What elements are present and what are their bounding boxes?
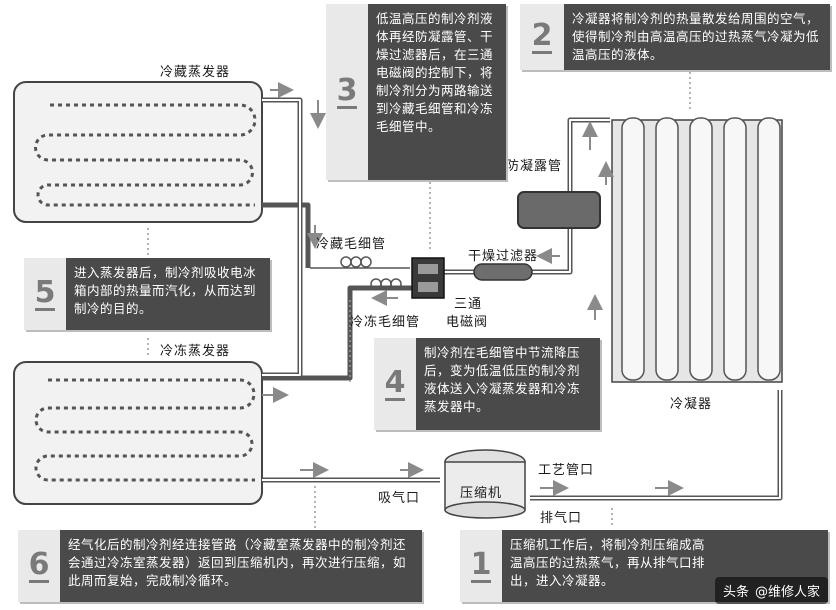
label-suction-port: 吸气口 [378, 491, 421, 506]
capillary-coils [310, 256, 410, 290]
step-3-text: 低温高压的制冷剂液体再经防凝露管、干燥过滤器后，在三通电磁阀的控制下，将制冷剂分… [376, 11, 494, 134]
label-freezer-capillary: 冷冻毛细管 [350, 315, 421, 330]
step-6-number: 6 [18, 530, 60, 602]
label-process-pipe: 工艺管口 [538, 463, 595, 478]
label-discharge-port: 排气口 [540, 511, 583, 526]
step-3-callout: 3 低温高压的制冷剂液体再经防凝露管、干燥过滤器后，在三通电磁阀的控制下，将制冷… [326, 4, 506, 180]
step-5-number: 5 [24, 258, 66, 330]
watermark: 头条 @维修人家 [714, 577, 828, 604]
step-4-number: 4 [374, 338, 416, 430]
label-compressor: 压缩机 [460, 486, 503, 501]
dryer-filter-shape [473, 263, 533, 281]
step-3-number: 3 [326, 4, 368, 180]
step-1-text: 压缩机工作后，将制冷剂压缩成高温高压的过热蒸气，再从排气口排出，进入冷凝器。 [510, 537, 706, 588]
label-refrig-capillary: 冷藏毛细管 [316, 237, 387, 252]
step-1-number: 1 [460, 530, 502, 602]
condenser-unit [611, 117, 783, 383]
step-5-callout: 5 进入蒸发器后，制冷剂吸收电冰箱内部的热量而汽化，从而达到制冷的目的。 [24, 258, 270, 330]
step-4-callout: 4 制冷剂在毛细管中节流降压后，变为低温低压的制冷剂液体送入冷凝蒸发器和冷冻蒸发… [374, 338, 600, 430]
step-5-text: 进入蒸发器后，制冷剂吸收电冰箱内部的热量而汽化，从而达到制冷的目的。 [74, 265, 257, 316]
watermark-prefix: 头条 [722, 585, 749, 600]
label-three-way-valve-2: 电磁阀 [446, 315, 489, 330]
step-4-text: 制冷剂在毛细管中节流降压后，变为低温低压的制冷剂液体送入冷凝蒸发器和冷冻蒸发器中… [424, 345, 581, 414]
step-6-text: 经气化后的制冷剂经连接管路（冷藏室蒸发器中的制冷剂还会通过冷冻室蒸发器）返回到压… [68, 537, 407, 588]
watermark-handle: @维修人家 [754, 585, 820, 600]
anti-condensation-block [517, 191, 601, 229]
step-2-callout: 2 冷凝器将制冷剂的热量散发给周围的空气，使得制冷剂由高温高压的过热蒸气冷凝为低… [520, 4, 830, 70]
label-three-way-valve-1: 三通 [454, 297, 483, 312]
label-anti-condensation-pipe: 防凝露管 [506, 159, 563, 174]
compressor-shape [444, 449, 526, 519]
freezer-evaporator-unit [13, 361, 263, 505]
label-freezer-evaporator: 冷冻蒸发器 [160, 344, 231, 359]
refrig-evaporator-unit [13, 81, 263, 223]
step-2-number: 2 [520, 4, 564, 70]
step-6-callout: 6 经气化后的制冷剂经连接管路（冷藏室蒸发器中的制冷剂还会通过冷冻室蒸发器）返回… [18, 530, 422, 602]
label-condenser: 冷凝器 [670, 397, 713, 412]
step-2-text: 冷凝器将制冷剂的热量散发给周围的空气，使得制冷剂由高温高压的过热蒸气冷凝为低温高… [572, 11, 820, 62]
label-dryer-filter: 干燥过滤器 [468, 249, 539, 264]
three-way-valve-shape [411, 257, 445, 299]
label-refrig-evaporator: 冷藏蒸发器 [160, 65, 231, 80]
